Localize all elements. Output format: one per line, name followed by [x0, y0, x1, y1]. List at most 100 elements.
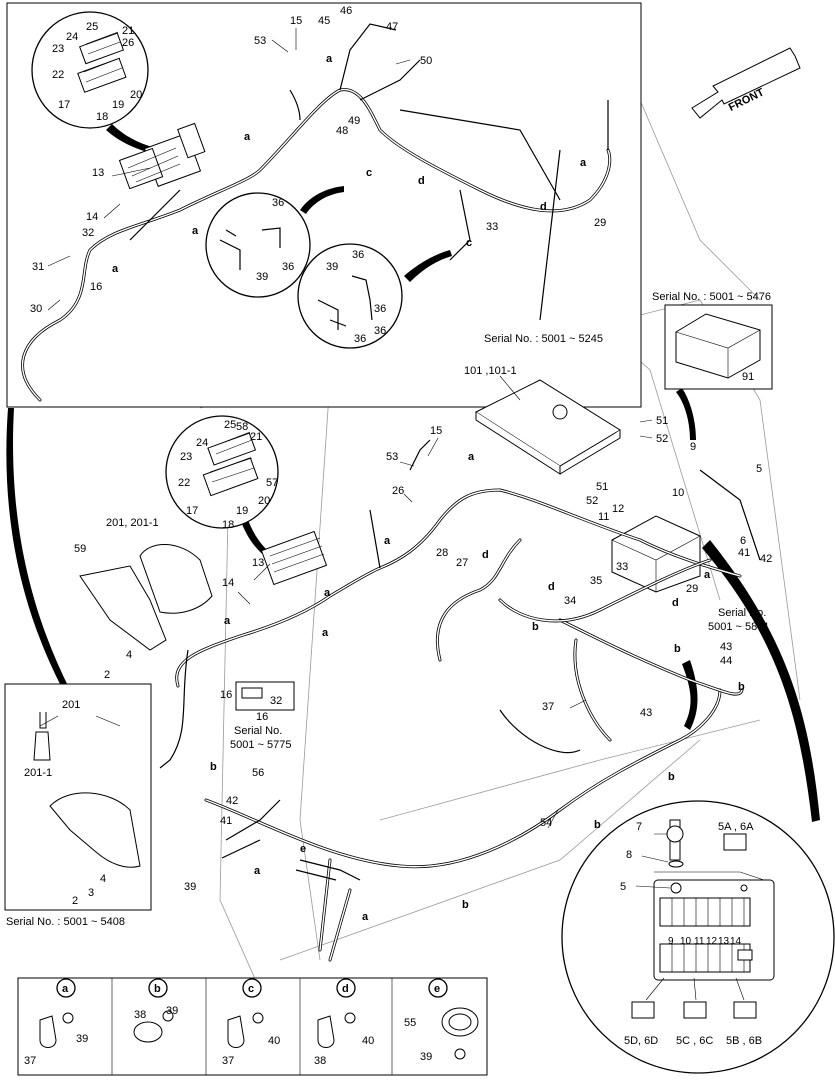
fuse-label-5a: 5A , 6A [718, 821, 754, 833]
fuse-zoom [561, 800, 835, 1074]
callout-50: 50 [420, 55, 432, 67]
callout-16-box: 16 [256, 711, 268, 723]
callout-32-main: 32 [270, 695, 282, 707]
callout-22-main: 22 [178, 477, 190, 489]
callout-19: 19 [112, 99, 124, 111]
callout-27: 27 [456, 557, 468, 569]
callout-32: 32 [82, 227, 94, 239]
leader-lines [47, 28, 671, 889]
callout-11: 11 [598, 511, 609, 523]
callout-19-main: 19 [236, 505, 248, 517]
callout-52b: 52 [586, 495, 598, 507]
callout-43: 43 [720, 641, 732, 653]
callout-24-main: 24 [196, 437, 208, 449]
clamp-a-top-4: a [112, 263, 119, 275]
clamp-a-top-2: a [326, 53, 333, 65]
callout-44: 44 [720, 655, 732, 667]
main-harness [159, 439, 761, 962]
clamp-e-main: e [300, 843, 306, 855]
detail-arc-radio [676, 388, 696, 440]
callout-30: 30 [30, 303, 42, 315]
legend-a-37: 37 [24, 1055, 36, 1067]
callout-26-main: 26 [392, 485, 404, 497]
clamp-b-main-2: b [674, 643, 681, 655]
clamp-c-top-2: c [466, 237, 472, 249]
callout-26: 26 [122, 37, 134, 49]
main-radio-unit [611, 515, 701, 593]
clamp-b-main-1: b [532, 621, 539, 633]
callout-201: 201 [62, 699, 80, 711]
top-switch-block [118, 122, 206, 190]
callout-13: 13 [92, 167, 104, 179]
callout-29-top: 29 [594, 217, 606, 229]
callout-2-main: 2 [104, 669, 110, 681]
callout-8: 8 [626, 849, 632, 861]
callout-41: 41 [738, 547, 750, 559]
clamp-a-main-4: a [224, 615, 231, 627]
callout-36b: 36 [282, 261, 294, 273]
callout-33-top: 33 [486, 221, 498, 233]
clamp-a-top-5: a [580, 157, 587, 169]
main-labels: 15 53 26 28 27 33 35 34 37 54 56 42 41 3… [74, 419, 745, 923]
callout-20-main: 20 [258, 495, 270, 507]
legend-b-39: 39 [166, 1005, 178, 1017]
serial-note-radio: Serial No. : 5001 ~ 5476 [652, 291, 771, 303]
callout-48: 48 [336, 125, 348, 137]
clamp-b-main-6: b [462, 899, 469, 911]
clamp-a-top-1: a [244, 131, 251, 143]
callout-13-main: 13 [252, 557, 264, 569]
callout-5-fuse: 5 [620, 881, 626, 893]
callout-101: 101 ,101-1 [464, 365, 517, 377]
callout-3: 3 [88, 887, 94, 899]
callout-54: 54 [540, 817, 552, 829]
callout-57: 57 [266, 477, 278, 489]
callout-4-main: 4 [126, 649, 132, 661]
callout-45: 45 [318, 15, 330, 27]
detail-arc-switch2 [242, 520, 288, 568]
top-panel-labels: 25 24 21 23 26 22 20 17 19 18 13 14 32 3… [30, 5, 606, 345]
clamp-a-main-2: a [384, 535, 391, 547]
fuse-labels: 5A , 6A 7 8 5 9 10 11 12 13 14 5D, 6D 5C… [620, 821, 762, 1047]
clamp-legend-labels: a 39 37 b 38 39 c 40 37 d 40 38 e 55 39 [24, 978, 448, 1067]
fuse-num-11: 11 [694, 936, 705, 947]
legend-b-38: 38 [134, 1009, 146, 1021]
callout-7: 7 [636, 821, 642, 833]
serial-note-bolt-2: 5001 ~ 5861 [708, 621, 769, 633]
legend-a: a [62, 983, 69, 995]
callout-42-main: 42 [226, 795, 238, 807]
serial-note-connector-1: Serial No. [234, 725, 282, 737]
callout-21: 21 [122, 25, 134, 37]
serial-note-left: Serial No. : 5001 ~ 5408 [6, 916, 125, 928]
top-switch-zoom [31, 11, 149, 129]
callout-17: 17 [58, 99, 70, 111]
callout-42: 42 [760, 553, 772, 565]
radio-panel-unit [675, 313, 761, 379]
top-bracket-zoom-2 [297, 243, 403, 349]
gauge-cluster [79, 543, 213, 651]
callout-14-main: 14 [222, 577, 234, 589]
callout-41-main: 41 [220, 815, 232, 827]
detail-arc-bracket1 [300, 186, 344, 214]
fuse-num-9: 9 [668, 936, 674, 947]
clamp-b-main-7: b [210, 761, 217, 773]
fuse-label-5b: 5B , 6B [726, 1035, 762, 1047]
clamp-d-main-3: d [672, 597, 679, 609]
callout-16: 16 [90, 281, 102, 293]
serial-note-bolt-1: Serial No. [718, 607, 766, 619]
callout-36d: 36 [374, 303, 386, 315]
main-switch-block [260, 530, 328, 586]
main-ecu [474, 379, 621, 475]
callout-53-main: 53 [386, 451, 398, 463]
callout-47: 47 [386, 21, 398, 33]
legend-c: c [248, 983, 254, 995]
clamp-a-main-8: a [362, 911, 369, 923]
legend-e-55: 55 [404, 1017, 416, 1029]
callout-9: 9 [690, 441, 696, 453]
callout-36a: 36 [272, 197, 284, 209]
callout-23-main: 23 [180, 451, 192, 463]
callout-51: 51 [656, 415, 668, 427]
callout-15: 15 [290, 15, 302, 27]
callout-12: 12 [612, 503, 624, 515]
legend-a-39: 39 [76, 1033, 88, 1045]
